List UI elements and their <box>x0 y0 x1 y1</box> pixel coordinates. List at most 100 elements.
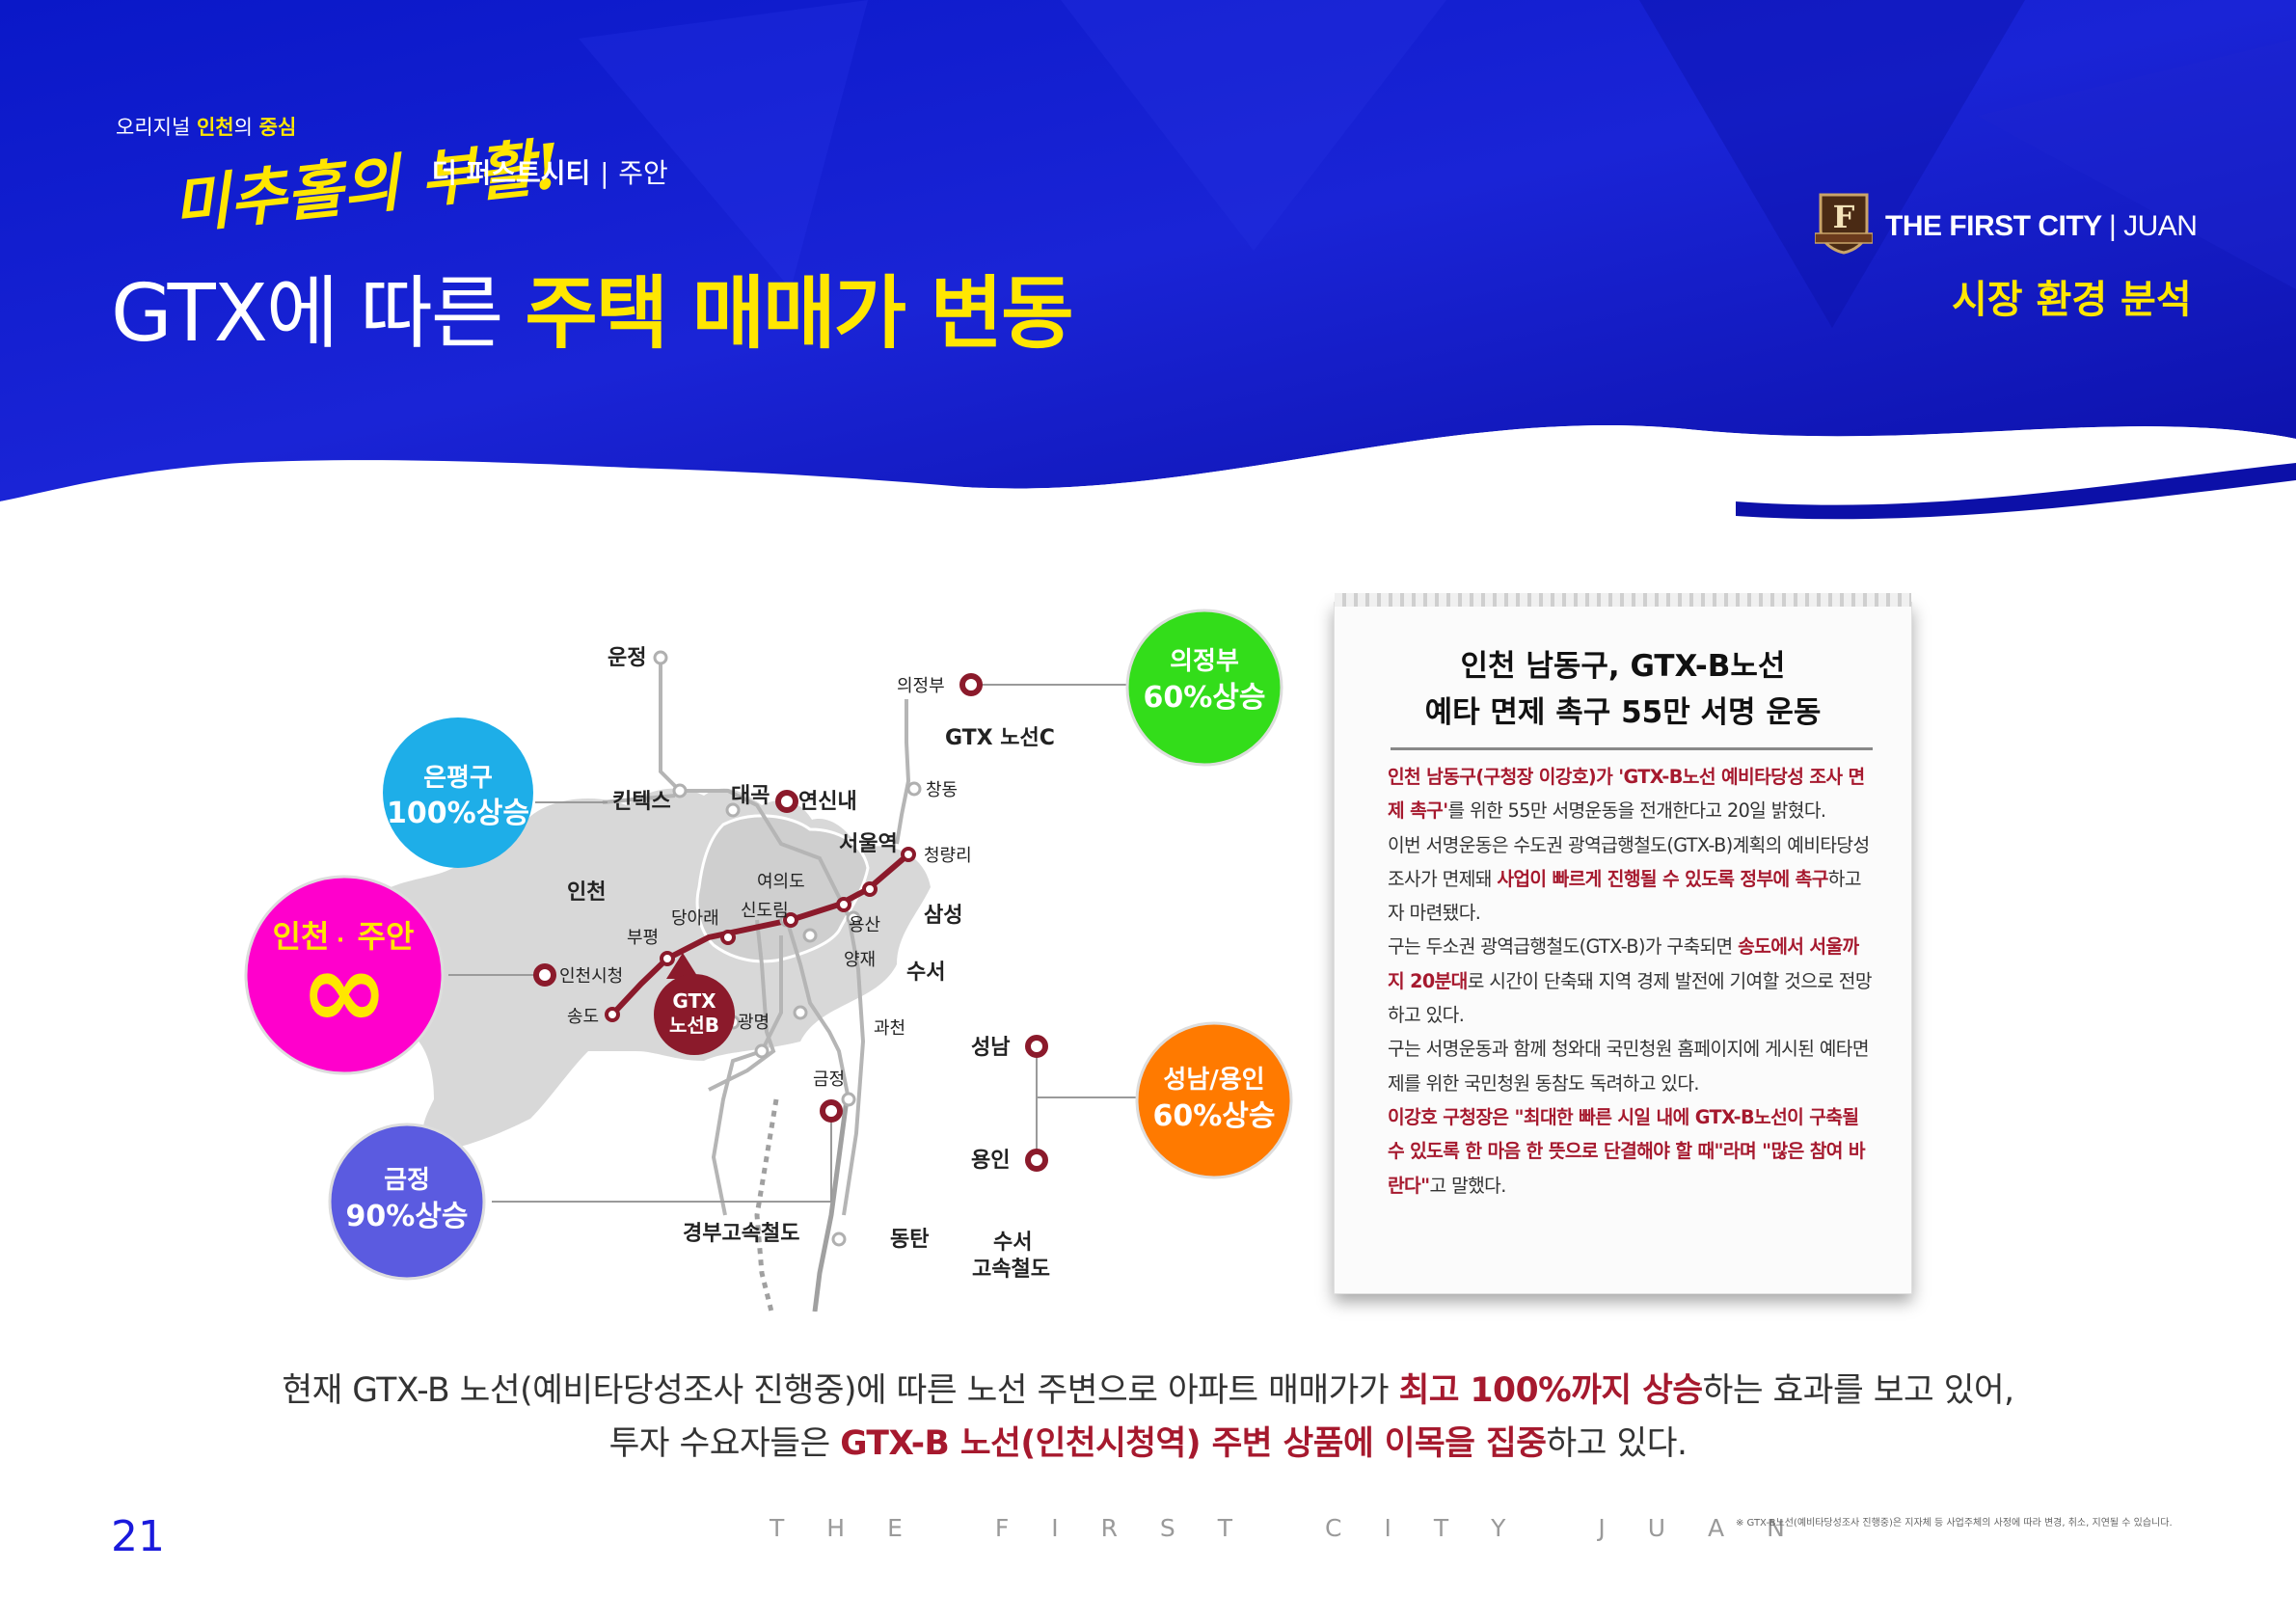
gyeongbu-rail <box>754 1098 779 1312</box>
summary-2-highlight: GTX-B 노선(인천시청역) 주변 상품에 이목을 집중 <box>840 1424 1547 1463</box>
station-label: 광명 <box>738 1013 770 1033</box>
news-p2-highlight: 사업이 빠르게 진행될 수 있도록 정부에 촉구 <box>1497 867 1828 890</box>
station-label: 인천 <box>567 880 606 905</box>
footer-brand: THE FIRST CITY JUAN <box>770 1514 1827 1542</box>
station-label: 용산 <box>849 915 880 935</box>
station-label: 고속철도 <box>972 1258 1050 1282</box>
news-card: 인천 남동구, GTX-B노선 예타 면제 촉구 55만 서명 운동 인천 남동… <box>1334 593 1912 1294</box>
page-title: GTX에 따른 주택 매매가 변동 <box>111 249 1074 364</box>
station-label: 연신내 <box>798 790 857 814</box>
station-label: 운정 <box>608 646 646 670</box>
station-label: 용인 <box>971 1149 1010 1173</box>
brand-name: 더 퍼스트시티 <box>432 157 591 189</box>
news-p1-text: 를 위한 55만 서명운동을 전개한다고 20일 밝혔다. <box>1447 799 1826 823</box>
station-dots <box>653 650 922 1247</box>
news-body: 인천 남동구(구청장 이강호)가 'GTX-B노선 예비타당성 조사 면제 촉구… <box>1388 760 1875 1203</box>
station-label: 인천시청 <box>559 966 623 987</box>
news-p4-text: 구는 서명운동과 함께 청와대 국민청원 홈페이지에 게시된 예타면제를 위한 … <box>1388 1038 1870 1095</box>
logo-area: JUAN <box>2123 210 2198 242</box>
summary-1-highlight: 최고 100%까지 상승 <box>1398 1371 1704 1410</box>
connector-lines <box>448 684 1138 1203</box>
news-p5-text-end: 고 말했다. <box>1429 1174 1507 1197</box>
bubble-geumjeong: 금정 90%상승 <box>328 1123 486 1281</box>
bubble-uijeongbu-value: 60%상승 <box>1143 681 1265 715</box>
tagline-mid: 의 <box>233 116 253 139</box>
station-label: 부평 <box>627 928 659 948</box>
bubble-juan-area: 주안 <box>358 918 415 955</box>
news-p3-text-end: 로 시간이 단축돼 지역 경제 발전에 기여할 것으로 전망하고 있다. <box>1388 969 1873 1027</box>
news-headline: 인천 남동구, GTX-B노선 예타 면제 촉구 55만 서명 운동 <box>1354 643 1892 736</box>
news-p2-text: 이번 서명운동은 수도권 광역급행철도(GTX-B)계획의 예비타당성 조사가 … <box>1388 833 1870 890</box>
bubble-incheon-dot: · <box>337 929 344 953</box>
summary-1-text-end: 하는 효과를 보고 있어, <box>1702 1371 2015 1410</box>
tagline-top: 오리지널 인천의 중심 <box>116 112 296 141</box>
station-label: 성남 <box>971 1036 1010 1060</box>
summary-line-1: 현재 GTX-B 노선(예비타당성조사 진행중)에 따른 노선 주변으로 아파트… <box>0 1363 2296 1411</box>
bubble-uijeongbu: 의정부 60%상승 <box>1125 609 1283 767</box>
station-label: 여의도 <box>757 872 805 892</box>
station-label: 청량리 <box>924 846 972 866</box>
news-headline-line2: 예타 면제 촉구 55만 서명 운동 <box>1424 695 1822 730</box>
page-number: 21 <box>111 1512 165 1561</box>
station-label: 금정 <box>813 1069 845 1090</box>
bubble-eunpyeong-area: 은평구 <box>423 764 493 793</box>
summary-line-2: 투자 수요자들은 GTX-B 노선(인천시청역) 주변 상품에 이목을 집중하고… <box>0 1416 2296 1464</box>
summary-2-text: 투자 수요자들은 <box>608 1424 831 1463</box>
station-label: 과천 <box>874 1018 905 1039</box>
gtx-route-map: GTX 노선B 운정 킨텍스 대곡 연신내 의정부 GTX 노선C 창동 서울역… <box>244 609 1293 1312</box>
station-label: GTX 노선C <box>945 726 1055 750</box>
tagline-incheon: 인천 <box>196 116 234 139</box>
seoul-shape <box>695 814 870 963</box>
summary-2-text-end: 하고 있다. <box>1546 1424 1688 1463</box>
logo-badge-icon: F <box>1815 193 1873 255</box>
suseo-rail <box>812 1098 850 1312</box>
news-p5-highlight: 이강호 구청장은 "최대한 빠른 시일 내에 GTX-B노선이 구축될 수 있도… <box>1388 1105 1866 1197</box>
station-label: 신도림 <box>741 901 789 921</box>
logo-name: THE FIRST CITY <box>1885 210 2102 242</box>
summary-1-text: 현재 GTX-B 노선(예비타당성조사 진행중)에 따른 노선 주변으로 아파트… <box>282 1371 1390 1410</box>
tagline-prefix: 오리지널 <box>116 116 191 139</box>
gtx-b-stations <box>605 847 916 1022</box>
page-title-highlight: 주택 매매가 변동 <box>525 268 1073 360</box>
logo-separator: | <box>2108 210 2117 242</box>
station-label: 경부고속철도 <box>683 1222 799 1246</box>
highlight-stations <box>533 673 1048 1172</box>
tagline-center: 중심 <box>258 116 297 139</box>
gtx-b-badge: GTX 노선B <box>654 953 735 1055</box>
station-label: 당아래 <box>671 908 719 929</box>
news-p3-text: 구는 두소권 광역급행철도(GTX-B)가 구축되면 <box>1388 935 1733 959</box>
news-divider <box>1391 747 1873 750</box>
bubble-geumjeong-value: 90%상승 <box>345 1200 468 1233</box>
station-label: 의정부 <box>897 676 945 696</box>
bubble-uijeongbu-area: 의정부 <box>1170 647 1239 676</box>
brand-area: 주안 <box>618 157 668 189</box>
station-label: 송도 <box>567 1007 599 1027</box>
bubble-eunpyeong: 은평구 100%상승 <box>383 717 533 868</box>
logo-text: THE FIRST CITY | JUAN <box>1885 210 2198 243</box>
news-p3-highlight: 송도에서 서울까지 20분대 <box>1388 935 1859 992</box>
news-headline-line1: 인천 남동구, GTX-B노선 <box>1460 649 1786 684</box>
bubble-seongnam-value: 60%상승 <box>1152 1099 1275 1133</box>
bubble-geumjeong-area: 금정 <box>384 1166 430 1195</box>
gtx-b-badge-line1: GTX <box>672 989 716 1013</box>
station-label: 창동 <box>926 780 958 800</box>
news-p1-highlight: 인천 남동구(구청장 이강호)가 'GTX-B노선 예비타당성 조사 면제 촉구… <box>1388 766 1865 823</box>
station-label: 킨텍스 <box>612 790 671 814</box>
page-title-plain: GTX에 따른 <box>111 268 503 360</box>
bubble-incheon-juan: 인천 · 주안 ∞ <box>244 875 445 1075</box>
station-label: 양재 <box>844 950 876 970</box>
section-label: 시장 환경 분석 <box>1952 278 2192 322</box>
bubble-eunpyeong-value: 100%상승 <box>387 797 529 830</box>
bubble-incheon-area: 인천 <box>273 918 330 955</box>
footnote: ※ GTX-B노선(예비타당성조사 진행중)은 지자체 등 사업주체의 사정에 … <box>1736 1518 2173 1529</box>
station-label: 수서 <box>906 961 945 985</box>
header-background <box>0 0 2296 526</box>
tagline-brand: 더 퍼스트시티 | 주안 <box>432 152 668 191</box>
station-label: 동탄 <box>890 1228 929 1252</box>
brand-separator: | <box>600 157 609 189</box>
station-label: 수서 <box>993 1231 1032 1255</box>
news-p2-text-end: 하고자 마련됐다. <box>1388 867 1861 925</box>
station-label: 서울역 <box>839 832 898 856</box>
gtx-b-badge-line2: 노선B <box>669 1014 719 1037</box>
